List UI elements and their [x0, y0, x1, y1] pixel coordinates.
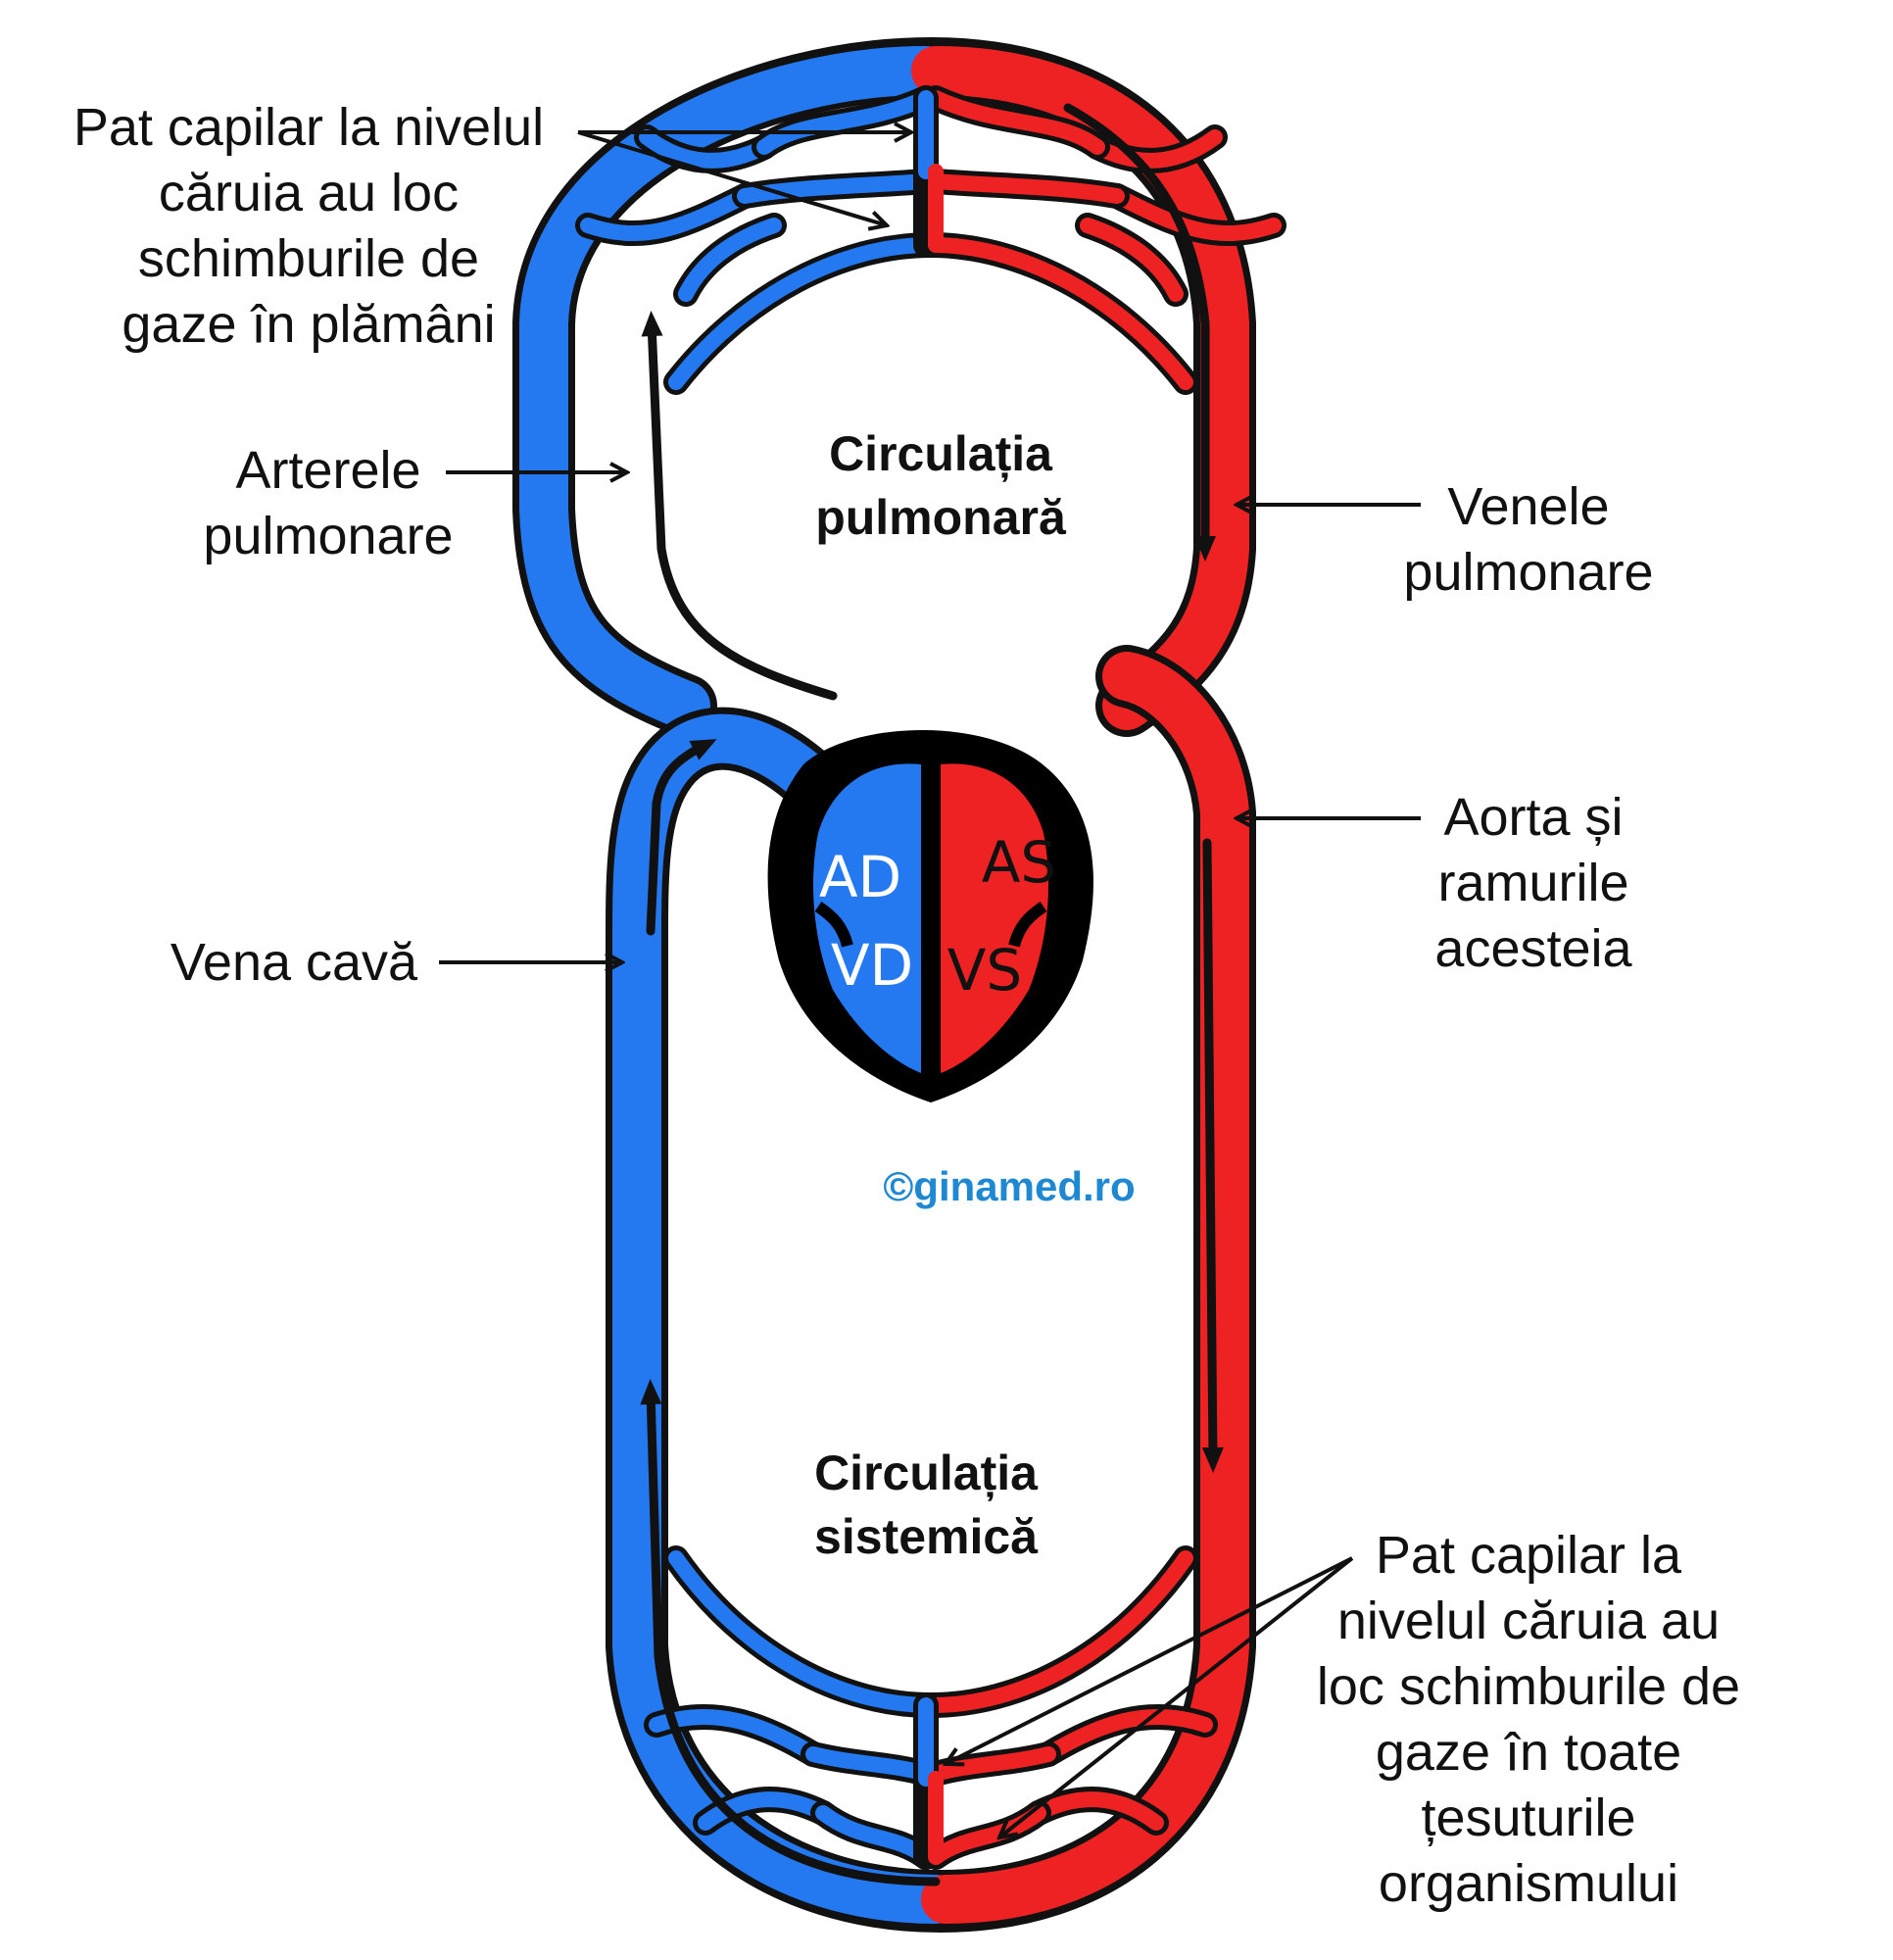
pulmonary-arteries-line2: pulmonare	[203, 507, 453, 565]
tissue-capillaries-line3: loc schimburile de	[1317, 1657, 1740, 1716]
chamber-label-vs: VS	[947, 937, 1023, 1004]
aorta-flow-arrow	[1201, 838, 1224, 1473]
lung-capillaries-line2: căruia au loc	[159, 164, 459, 222]
tissue-capillaries-line1: Pat capilar la	[1376, 1526, 1682, 1585]
tissue-capillaries-line2: nivelul căruia au	[1337, 1592, 1720, 1650]
lung-capillaries-line1: Pat capilar la nivelul	[73, 98, 544, 157]
left-heart-chamber	[941, 763, 1048, 1073]
tissue-capillary-red	[925, 1550, 1193, 1713]
label-lung-capillaries: Pat capilar la nivelul căruia au loc sch…	[73, 98, 911, 354]
vena-cava-flow-arrow-upper	[646, 739, 717, 936]
pulmonary-veins-line2: pulmonare	[1403, 543, 1653, 602]
tissue-capillaries-pointer-2	[999, 1556, 1354, 1838]
aorta-line1: Aorta și	[1443, 788, 1623, 847]
lung-capillary-network	[575, 85, 1286, 307]
lung-capillary-red	[925, 237, 1193, 390]
label-pulmonary-veins: Venele pulmonare	[1237, 477, 1654, 602]
pulmonary-artery-flow-arrow	[641, 311, 838, 701]
systemic-circuit	[606, 645, 1256, 1934]
tissue-capillary-network	[644, 1692, 1218, 1870]
aorta-vessel	[921, 652, 1249, 1924]
chamber-label-as: AS	[982, 829, 1057, 896]
lung-capillaries-line3: schimburile de	[138, 229, 479, 288]
pulmonary-vein-flow-arrow	[1063, 103, 1216, 562]
copyright-text: ©ginamed.ro	[883, 1163, 1135, 1209]
tissue-capillaries-line6: organismului	[1379, 1854, 1678, 1913]
label-vena-cava: Vena cavă	[170, 933, 622, 992]
systemic-title-line1: Circulația	[814, 1446, 1039, 1500]
left-valve-icon	[1008, 902, 1047, 948]
aorta-line2: ramurile	[1437, 854, 1628, 912]
pulmonary-veins-line1: Venele	[1447, 477, 1609, 536]
systemic-title-line2: sistemică	[814, 1509, 1039, 1564]
right-heart-chamber	[813, 763, 921, 1073]
label-aorta: Aorta și ramurile acesteia	[1237, 788, 1633, 978]
aorta-line3: acesteia	[1434, 919, 1632, 978]
tissue-capillary-blue	[668, 1550, 937, 1713]
label-tissue-capillaries: Pat capilar la nivelul căruia au loc sch…	[946, 1526, 1740, 1913]
vena-cava-line1: Vena cavă	[170, 933, 418, 992]
lung-capillaries-pointer-2	[577, 130, 887, 225]
lung-capillaries-line4: gaze în plămâni	[121, 295, 495, 354]
chamber-label-vd: VD	[831, 932, 913, 999]
tissue-capillaries-line4: gaze în toate	[1376, 1723, 1681, 1782]
pulmonary-artery-vessel	[519, 46, 950, 730]
vena-cava-flow-arrow-lower	[640, 1379, 941, 1886]
pulmonary-vein-vessel	[911, 46, 1249, 730]
right-valve-icon	[814, 902, 853, 948]
tissue-capillaries-line5: țesuturile	[1421, 1788, 1635, 1847]
pulmonary-circuit	[512, 36, 1286, 737]
tissue-capillaries-pointer-1	[946, 1556, 1353, 1764]
chamber-label-ad: AD	[819, 844, 901, 910]
label-pulmonary-arteries: Arterele pulmonare	[203, 441, 627, 565]
lung-capillary-blue	[668, 237, 937, 390]
pulmonary-title-line1: Circulația	[829, 426, 1053, 481]
heart: AD VD AS VS	[767, 730, 1093, 1102]
pulmonary-arteries-line1: Arterele	[235, 441, 420, 500]
pulmonary-title-line2: pulmonară	[815, 490, 1067, 545]
